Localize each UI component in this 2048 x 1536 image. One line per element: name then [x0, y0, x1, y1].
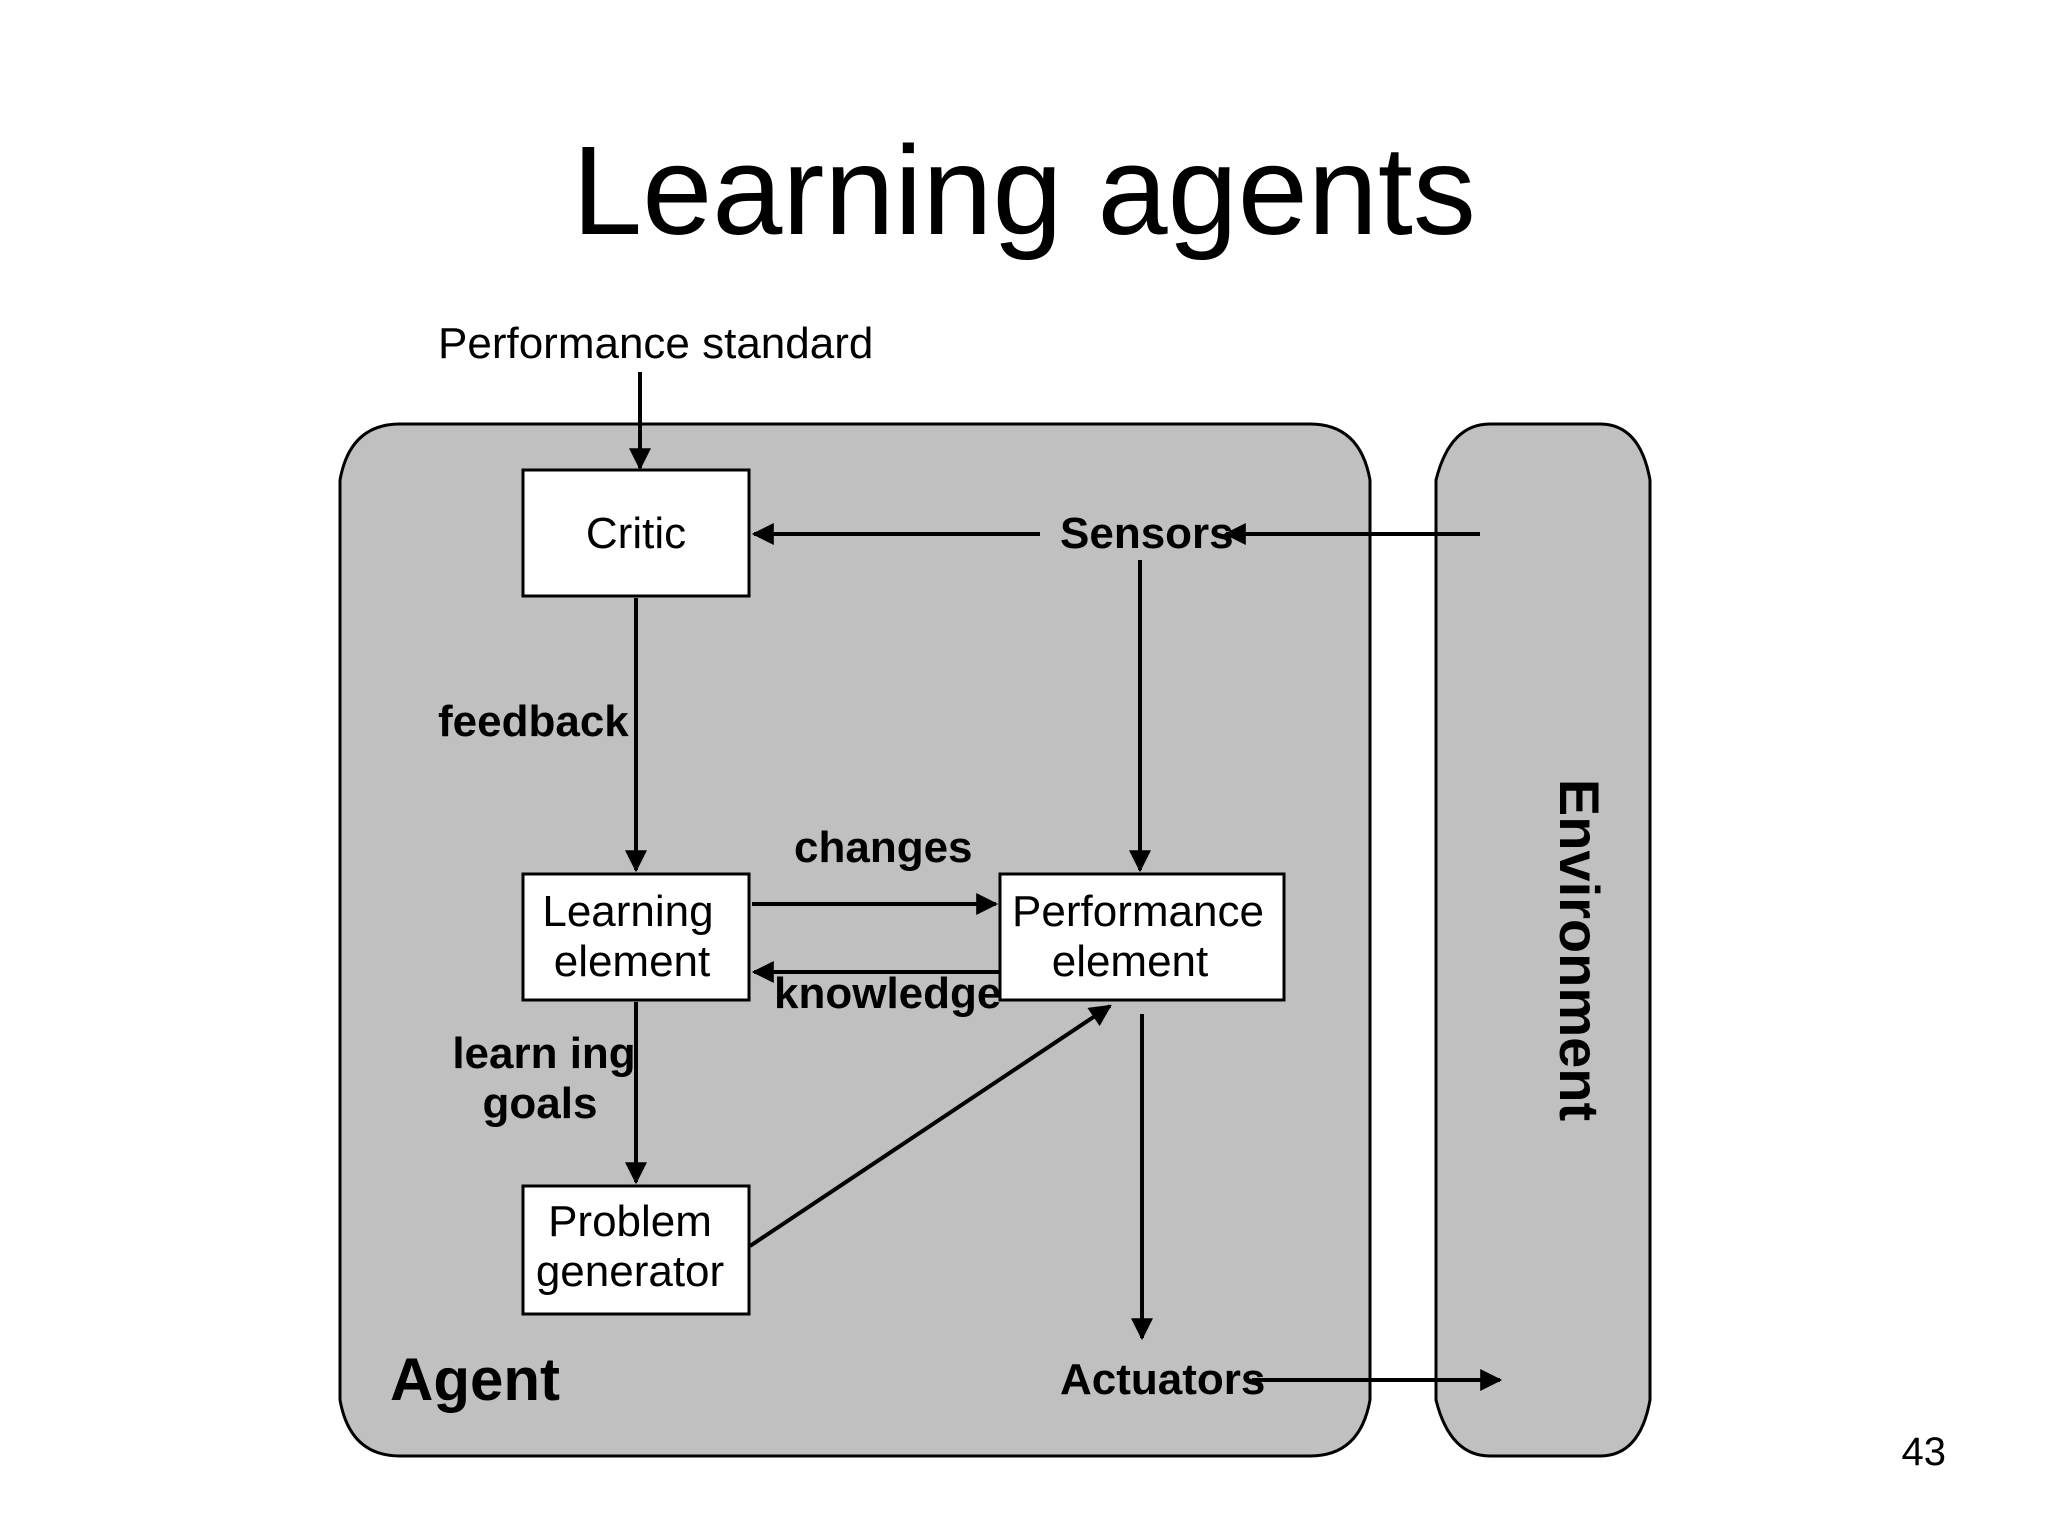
problem-generator-box [521, 1184, 751, 1316]
knowledge-label: knowledge [774, 969, 1001, 1018]
learning-element-box [521, 872, 751, 1002]
learning-goals-label-line1: learn ing [452, 1029, 635, 1078]
problem-to-performance-arrow [748, 1004, 1112, 1248]
changes-label: changes [794, 823, 973, 872]
learning-goals-label-line2: goals [483, 1079, 598, 1128]
learning-element-label-line2: element [554, 937, 711, 986]
problem-generator-label-line1: Problem [548, 1197, 712, 1246]
performance-element-label-line2: element [1052, 937, 1209, 986]
agent-label: Agent [390, 1346, 560, 1413]
performance-standard-label: Performance standard [438, 319, 873, 368]
sensors-label: Sensors [1060, 509, 1234, 558]
critic-label: Critic [586, 509, 686, 558]
actuators-label: Actuators [1060, 1355, 1265, 1404]
problem-generator-label-line2: generator [536, 1247, 724, 1296]
feedback-label: feedback [438, 697, 629, 746]
environment-label: Environment [1548, 779, 1611, 1121]
critic-box [521, 468, 751, 598]
performance-element-label-line1: Performance [1012, 887, 1264, 936]
learning-element-label-line1: Learning [542, 887, 713, 936]
slide-title: Learning agents [572, 120, 1476, 261]
performance-element-box [998, 872, 1286, 1002]
page-number: 43 [1901, 1430, 1947, 1474]
environment-panel [1434, 422, 1652, 1458]
